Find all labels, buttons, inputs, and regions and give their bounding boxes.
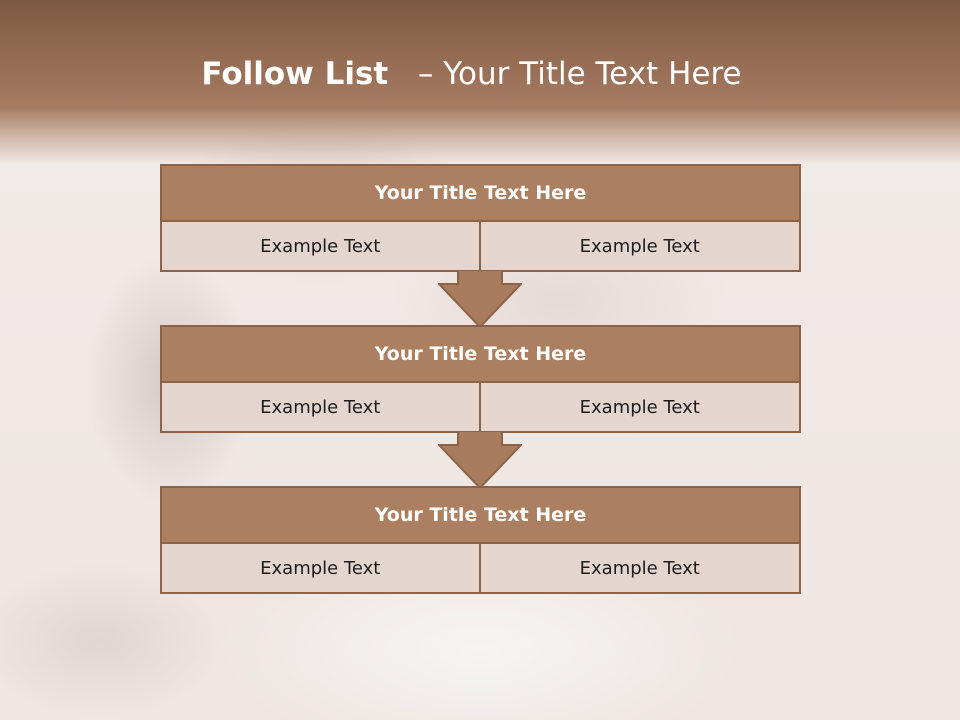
block-cell-right: Example Text [480,222,801,272]
block-cell-right: Example Text [480,383,801,433]
block-row: Example Text Example Text [160,544,801,594]
down-arrow-icon [438,431,522,489]
list-block-2: Your Title Text Here Example Text Exampl… [160,325,801,433]
down-arrow-icon [438,270,522,328]
slide-title-bold: Follow List [201,56,389,92]
block-row: Example Text Example Text [160,222,801,272]
block-title: Your Title Text Here [160,325,801,383]
block-title: Your Title Text Here [160,164,801,222]
block-cell-left: Example Text [160,222,481,272]
block-cell-left: Example Text [160,544,481,594]
block-title: Your Title Text Here [160,486,801,544]
slide-title: Follow List – Your Title Text Here [0,56,943,92]
list-block-3: Your Title Text Here Example Text Exampl… [160,486,801,594]
header-band [0,0,960,165]
block-cell-left: Example Text [160,383,481,433]
block-row: Example Text Example Text [160,383,801,433]
slide-title-rest: – Your Title Text Here [417,56,742,92]
list-block-1: Your Title Text Here Example Text Exampl… [160,164,801,272]
block-cell-right: Example Text [480,544,801,594]
